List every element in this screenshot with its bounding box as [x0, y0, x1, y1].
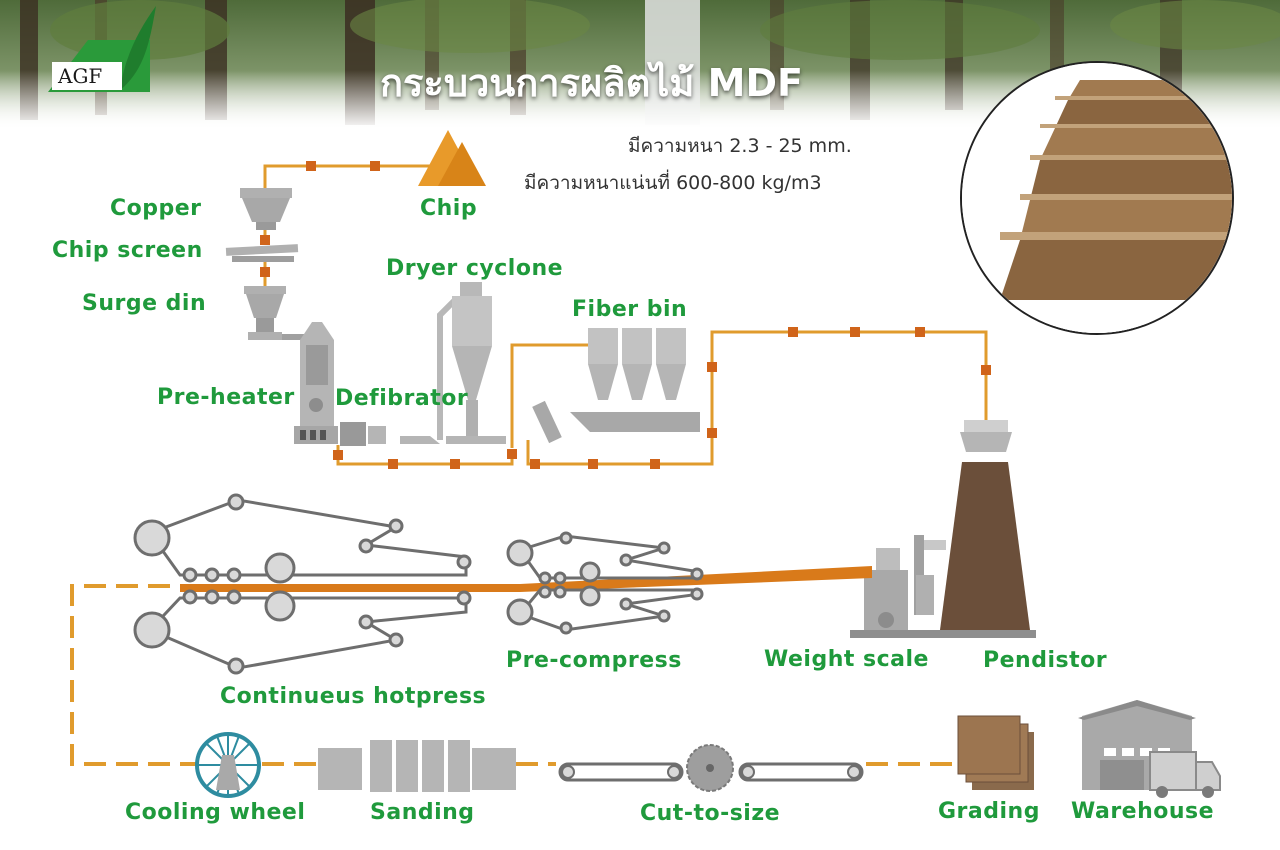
- dryer-cyclone-icon: [400, 282, 506, 444]
- fiber-bin-icon: [532, 328, 700, 444]
- defibrator-icon: [294, 422, 386, 446]
- label-pendistor: Pendistor: [983, 648, 1108, 673]
- cut-to-size-icon: [558, 744, 864, 792]
- density-spec: มีความหนาแน่นที่ 600-800 kg/m3: [524, 172, 822, 194]
- agf-logo: [48, 6, 156, 92]
- label-warehouse: Warehouse: [1071, 799, 1215, 824]
- grading-stack-icon: [957, 715, 1034, 790]
- copper-hopper-icon: [240, 188, 292, 230]
- page-title: กระบวนการผลิตไม้ MDF: [380, 61, 803, 105]
- board-line: [180, 566, 872, 592]
- pre-heater-icon: [282, 322, 334, 430]
- label-chip: Chip: [420, 196, 478, 221]
- label-continuous-hotpress: Continueus hotpress: [220, 684, 487, 709]
- thickness-spec: มีความหนา 2.3 - 25 mm.: [628, 135, 852, 157]
- logo-text: AGF: [58, 64, 103, 88]
- delivery-truck-icon: [1149, 751, 1221, 798]
- chip-pile-icon: [418, 130, 486, 186]
- label-pre-compress: Pre-compress: [506, 648, 682, 673]
- label-chip-screen: Chip screen: [52, 238, 203, 263]
- lower-conveyor-line: [70, 584, 952, 766]
- label-grading: Grading: [938, 799, 1040, 824]
- cooling-wheel-icon: [195, 732, 261, 798]
- surge-bin-icon: [244, 286, 286, 340]
- label-surge-din: Surge din: [82, 291, 207, 316]
- chip-screen-icon: [225, 244, 299, 262]
- label-cut-to-size: Cut-to-size: [640, 801, 781, 826]
- label-weight-scale: Weight scale: [764, 647, 929, 672]
- label-sanding: Sanding: [370, 800, 475, 825]
- mdf-board-photo: [960, 61, 1234, 335]
- hotpress-rollers: [133, 493, 472, 675]
- label-cooling-wheel: Cooling wheel: [125, 800, 306, 825]
- label-dryer-cyclone: Dryer cyclone: [386, 256, 564, 281]
- sanding-icon: [318, 740, 516, 792]
- pre-compress-icon: [506, 531, 704, 635]
- upper-pipeline-connectors: [260, 161, 991, 469]
- label-defibrator: Defibrator: [335, 386, 469, 411]
- label-fiber-bin: Fiber bin: [572, 297, 688, 322]
- label-pre-heater: Pre-heater: [157, 385, 295, 410]
- pendistor-icon: [850, 420, 1036, 638]
- weight-scale-icon: [864, 535, 946, 630]
- label-copper: Copper: [110, 196, 202, 221]
